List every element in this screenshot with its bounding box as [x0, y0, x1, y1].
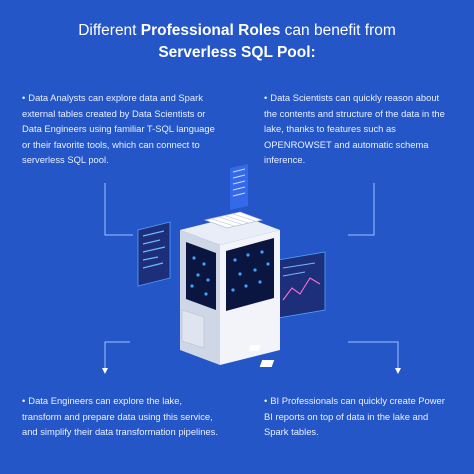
role-text: Data Engineers can explore the lake, tra…	[22, 395, 218, 438]
server-rack	[180, 211, 280, 365]
bullet-icon: •	[22, 395, 26, 406]
floating-screen-top	[230, 164, 248, 210]
floating-screen-left	[137, 221, 171, 287]
role-text: Data Scientists can quickly reason about…	[264, 92, 445, 166]
role-text: BI Professionals can quickly create Powe…	[264, 395, 445, 438]
connector-line-bottom-right	[348, 341, 399, 370]
title-emphasis: Serverless SQL Pool:	[158, 44, 316, 61]
bullet-icon: •	[264, 395, 268, 406]
role-data-scientists: •Data Scientists can quickly reason abou…	[264, 90, 454, 168]
role-data-analysts: •Data Analysts can explore data and Spar…	[22, 90, 222, 168]
server-rack-illustration	[137, 164, 326, 367]
bullet-icon: •	[22, 92, 26, 103]
arrow-down-icon	[102, 368, 108, 374]
arrow-down-icon	[395, 368, 401, 374]
page-title: Different Professional Roles can benefit…	[0, 20, 474, 64]
connector-line-top-right	[348, 183, 375, 236]
role-text: Data Analysts can explore data and Spark…	[22, 92, 215, 166]
bullet-icon: •	[264, 92, 268, 103]
title-emphasis: Professional Roles	[140, 22, 281, 39]
connector-line-bottom-left	[104, 341, 130, 370]
connector-line-top-left	[104, 183, 133, 236]
title-line-1: Different Professional Roles can benefit…	[0, 20, 474, 42]
title-text: Different	[78, 22, 141, 39]
role-data-engineers: •Data Engineers can explore the lake, tr…	[22, 393, 222, 440]
title-text: can benefit from	[280, 22, 396, 39]
floating-screen-right	[277, 251, 326, 319]
floating-cubes	[248, 345, 275, 367]
role-bi-professionals: •BI Professionals can quickly create Pow…	[264, 393, 454, 440]
title-line-2: Serverless SQL Pool:	[0, 42, 474, 64]
